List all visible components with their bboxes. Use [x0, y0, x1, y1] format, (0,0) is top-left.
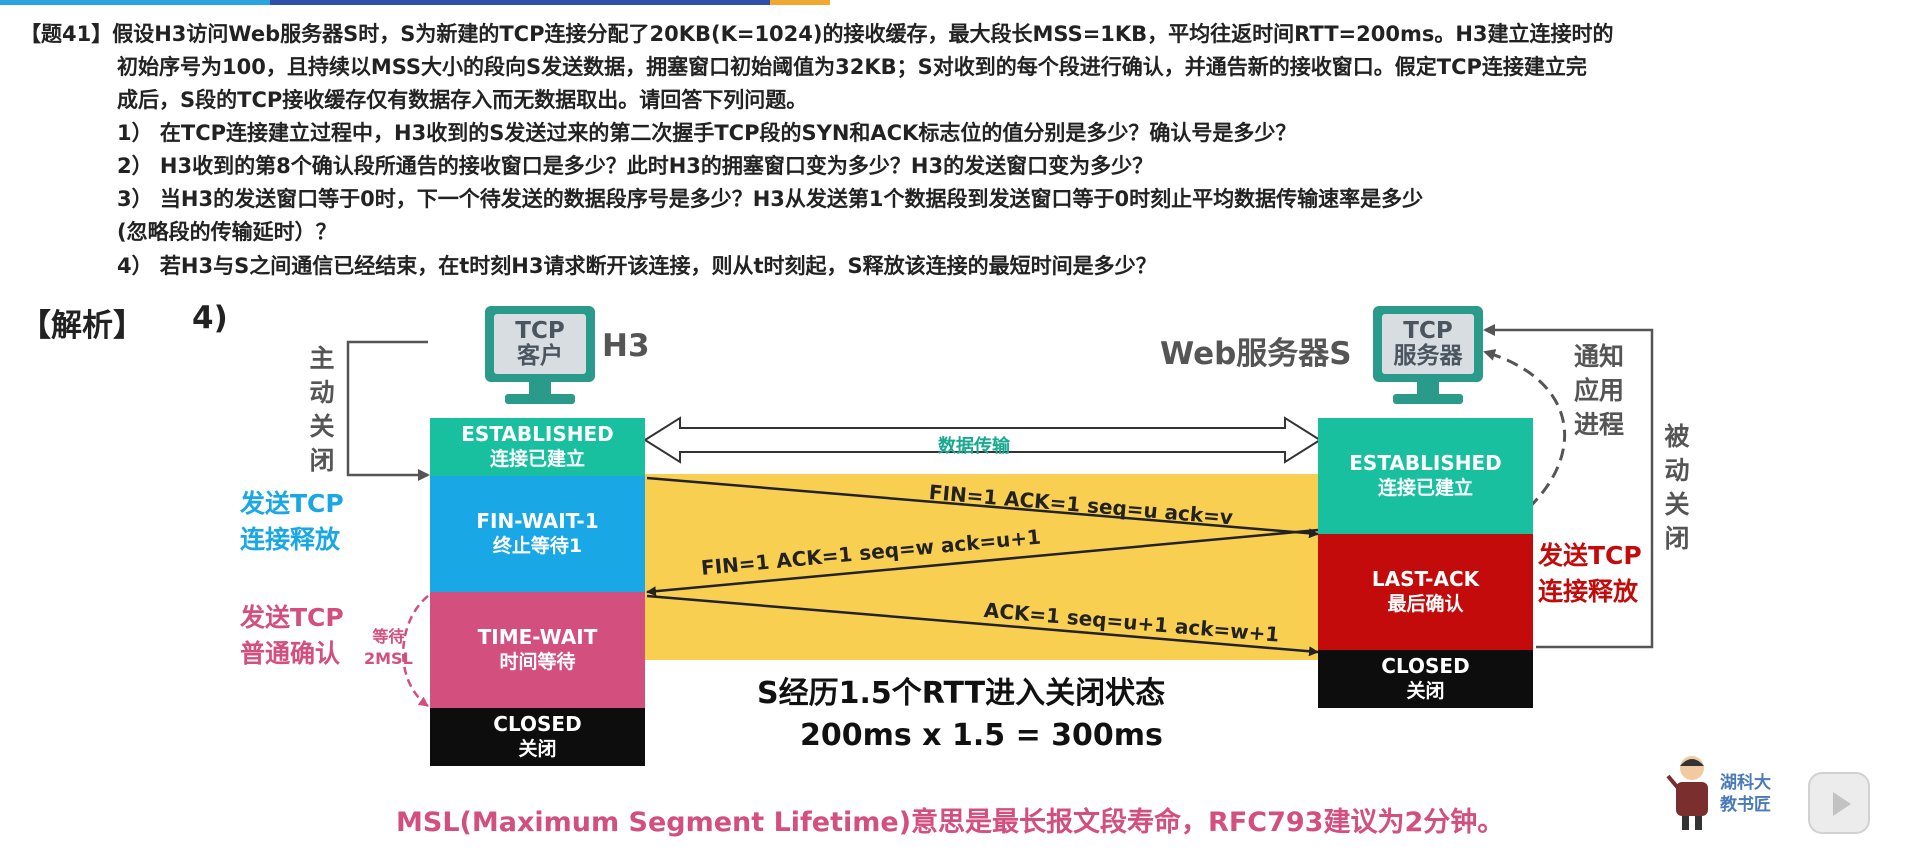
server-state-last-ack: LAST-ACK 最后确认 — [1318, 534, 1533, 650]
client-monitor-line-1: TCP — [515, 318, 565, 344]
client-send-release-line-2: 连接释放 — [240, 525, 341, 554]
client-send-release-line-1: 发送TCP — [240, 489, 344, 518]
play-button[interactable] — [1808, 772, 1870, 834]
server-monitor-neck — [1417, 382, 1439, 394]
brand-label: 湖科大 教书匠 — [1720, 772, 1771, 816]
server-name: Web服务器S — [1160, 336, 1352, 372]
client-send-ack-label: 发送TCP 普通确认 — [240, 600, 344, 672]
analysis-part: 4) — [192, 300, 228, 336]
question-line-2: 初始序号为100，且持续以MSS大小的段向S发送数据，拥塞窗口初始阈值为32KB… — [117, 55, 1587, 79]
client-send-release-label: 发送TCP 连接释放 — [240, 486, 344, 558]
client-monitor-label: TCP 客户 — [494, 314, 586, 374]
wait-2msl-curve — [402, 595, 429, 708]
accent-bar-blue — [0, 0, 270, 5]
passive-close-bracket — [1483, 324, 1654, 649]
server-established-en: ESTABLISHED — [1349, 451, 1502, 475]
notify-app-char-6: 程 — [1599, 410, 1625, 439]
passive-close-label: 被 动 关 闭 — [1662, 420, 1692, 556]
segment-arrow-fin-client — [646, 476, 1319, 539]
client-time-wait-cn: 时间等待 — [499, 651, 576, 673]
question-item-1: 1） 在TCP连接建立过程中，H3收到的S发送过来的第二次握手TCP段的SYN和… — [117, 121, 1297, 145]
client-state-established: ESTABLISHED 连接已建立 — [430, 418, 645, 476]
server-monitor-base — [1393, 394, 1463, 404]
client-closed-en: CLOSED — [493, 712, 582, 736]
notify-app-char-1: 通 — [1574, 342, 1600, 371]
server-monitor-label: TCP 服务器 — [1382, 314, 1474, 374]
notify-app-char-4: 用 — [1599, 376, 1625, 405]
accent-bar-orange — [770, 0, 830, 5]
server-state-established: ESTABLISHED 连接已建立 — [1318, 418, 1533, 534]
server-monitor-line-1: TCP — [1403, 318, 1453, 344]
active-close-char-2: 动 — [309, 378, 335, 407]
server-send-release-label: 发送TCP 连接释放 — [1538, 538, 1642, 610]
wait-2msl-label: 等待 2MSL — [364, 626, 413, 670]
passive-close-char-3: 关 — [1664, 490, 1690, 519]
accent-bar-navy — [270, 0, 770, 5]
client-closed-cn: 关闭 — [518, 738, 557, 760]
client-fin-wait-cn: 终止等待1 — [492, 535, 583, 557]
notify-app-char-5: 进 — [1574, 410, 1600, 439]
client-state-time-wait: TIME-WAIT 时间等待 — [430, 592, 645, 708]
server-closed-cn: 关闭 — [1406, 680, 1445, 702]
client-monitor-line-2: 客户 — [517, 343, 563, 369]
client-send-ack-line-2: 普通确认 — [240, 639, 341, 668]
question-item-2: 2） H3收到的第8个确认段所通告的接收窗口是多少？此时H3的拥塞窗口变为多少？… — [117, 154, 1154, 178]
segment-arrow-ack-client — [646, 594, 1319, 657]
client-monitor-base — [505, 394, 575, 404]
client-established-cn: 连接已建立 — [489, 448, 585, 470]
question-item-3: 3） 当H3的发送窗口等于0时，下一个待发送的数据段序号是多少？H3从发送第1个… — [117, 187, 1424, 211]
active-close-char-1: 主 — [309, 344, 335, 373]
segment-arrow-fin-server — [646, 528, 1319, 597]
summary-line-1: S经历1.5个RTT进入关闭状态 — [757, 676, 1166, 711]
question-line-3: 成后，S段的TCP接收缓存仅有数据存入而无数据取出。请回答下列问题。 — [117, 88, 808, 112]
server-monitor-line-2: 服务器 — [1393, 343, 1463, 369]
server-send-release-line-2: 连接释放 — [1538, 577, 1639, 606]
client-send-ack-line-1: 发送TCP — [240, 603, 344, 632]
summary-line-2: 200ms x 1.5 = 300ms — [800, 718, 1163, 753]
passive-close-char-1: 被 — [1664, 422, 1690, 451]
client-state-fin-wait-1: FIN-WAIT-1 终止等待1 — [430, 476, 645, 592]
notify-app-char-3: 应 — [1574, 376, 1600, 405]
analysis-label: 【解析】 — [20, 308, 144, 344]
teacher-avatar-icon — [1666, 756, 1708, 830]
server-closed-en: CLOSED — [1381, 654, 1470, 678]
brand-line-2: 教书匠 — [1720, 795, 1771, 815]
client-time-wait-en: TIME-WAIT — [477, 625, 598, 649]
client-name: H3 — [602, 328, 650, 364]
wait-2msl-line-1: 等待 — [372, 627, 405, 646]
play-icon — [1833, 792, 1851, 816]
question-line-1: 【题41】假设H3访问Web服务器S时，S为新建的TCP连接分配了20KB(K=… — [20, 22, 1614, 46]
wait-2msl-line-2: 2MSL — [364, 649, 413, 668]
client-established-en: ESTABLISHED — [461, 422, 614, 446]
client-fin-wait-en: FIN-WAIT-1 — [476, 509, 599, 533]
notify-app-char-2: 知 — [1599, 342, 1625, 371]
top-accent-bar — [0, 0, 1920, 8]
server-send-release-line-1: 发送TCP — [1538, 541, 1642, 570]
question-item-3-cont: (忽略段的传输延时）？ — [117, 220, 337, 244]
brand-line-1: 湖科大 — [1720, 773, 1771, 793]
active-close-char-3: 关 — [309, 412, 335, 441]
server-established-cn: 连接已建立 — [1377, 477, 1473, 499]
server-last-ack-cn: 最后确认 — [1387, 593, 1464, 615]
active-close-label: 主 动 关 闭 — [307, 342, 337, 478]
server-state-closed: CLOSED 关闭 — [1318, 650, 1533, 708]
passive-close-char-4: 闭 — [1664, 524, 1690, 553]
client-state-closed: CLOSED 关闭 — [430, 708, 645, 766]
server-last-ack-en: LAST-ACK — [1371, 567, 1480, 591]
data-transfer-label: 数据传输 — [938, 436, 1010, 457]
passive-close-char-2: 动 — [1664, 456, 1690, 485]
msl-note: MSL(Maximum Segment Lifetime)意思是最长报文段寿命，… — [396, 807, 1505, 838]
active-close-bracket — [346, 340, 430, 481]
client-monitor-neck — [529, 382, 551, 394]
question-item-4: 4） 若H3与S之间通信已经结束，在t时刻H3请求断开该连接，则从t时刻起，S释… — [117, 254, 1157, 278]
notify-app-label: 通知 应用 进程 — [1574, 340, 1624, 442]
notify-app-curve — [1483, 349, 1566, 522]
active-close-char-4: 闭 — [309, 446, 335, 475]
